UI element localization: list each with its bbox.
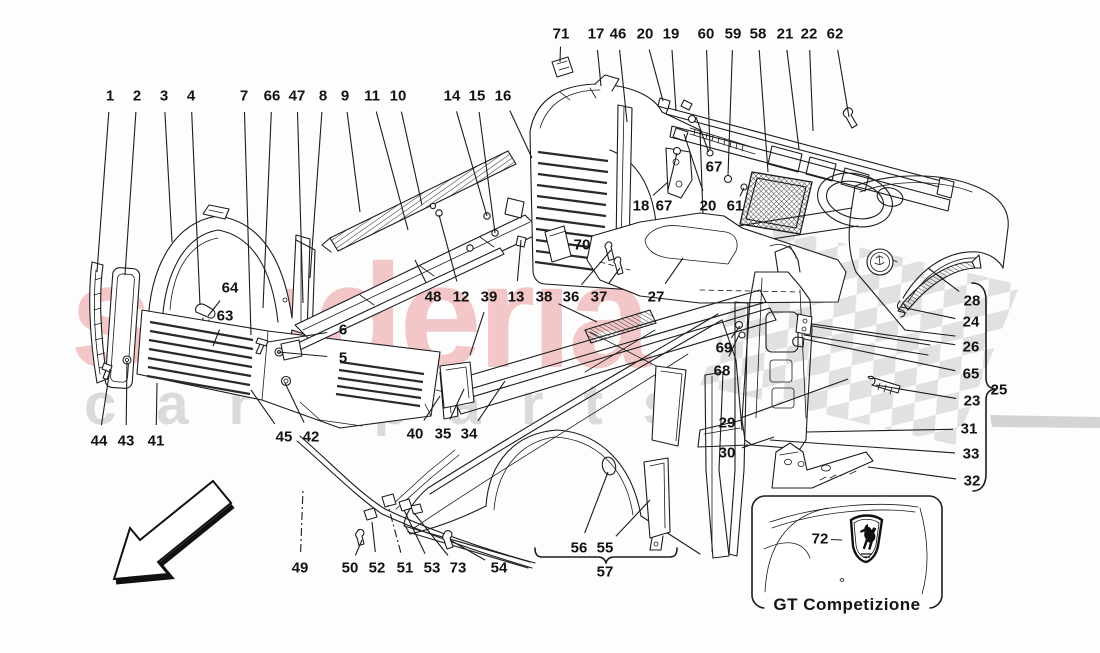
part-label-21: 21 <box>776 25 794 43</box>
part-label-11: 11 <box>364 87 380 105</box>
part-label-37: 37 <box>590 288 608 306</box>
part-label-10: 10 <box>389 87 407 105</box>
part-label-14: 14 <box>443 87 461 105</box>
part-label-43: 43 <box>117 432 135 450</box>
part-label-46: 46 <box>609 25 627 43</box>
part-label-8: 8 <box>318 87 328 105</box>
bracket-32-drawing <box>771 442 874 489</box>
part-label-58: 58 <box>749 25 767 43</box>
part-label-3: 3 <box>159 87 169 105</box>
part-label-41: 41 <box>147 432 165 450</box>
rear-structure-rails-drawing <box>657 97 955 235</box>
part-label-26: 26 <box>962 338 980 356</box>
part-label-71: 71 <box>552 25 570 43</box>
part-label-25: 25 <box>990 381 1008 399</box>
part-label-68: 68 <box>713 362 731 380</box>
part-label-72: 72 <box>811 530 829 548</box>
part-label-65: 65 <box>962 365 980 383</box>
part-label-12: 12 <box>452 288 470 306</box>
part-label-28: 28 <box>963 292 981 310</box>
part-label-73: 73 <box>449 559 467 577</box>
windshield-trim-drawing <box>296 435 536 569</box>
part-label-2: 2 <box>132 87 142 105</box>
inset-caption: GT Competizione <box>764 595 930 615</box>
part-label-60: 60 <box>697 25 715 43</box>
part-label-20: 20 <box>699 197 717 215</box>
part-label-48: 48 <box>424 288 442 306</box>
group-brackets <box>534 282 996 564</box>
part-label-61: 61 <box>726 197 744 215</box>
part-label-51: 51 <box>396 559 414 577</box>
part-label-42: 42 <box>302 428 320 446</box>
front-fender-drawing <box>403 313 743 569</box>
part-label-6: 6 <box>338 321 348 339</box>
part-label-23: 23 <box>963 392 981 410</box>
part-label-54: 54 <box>490 559 508 577</box>
part-label-39: 39 <box>480 288 498 306</box>
part-label-17: 17 <box>587 25 605 43</box>
part-label-55: 55 <box>596 539 614 557</box>
inner-pillar-drawing <box>697 245 813 559</box>
rear-quarter-panel-drawing <box>699 175 1009 337</box>
part-label-13: 13 <box>507 288 525 306</box>
part-label-40: 40 <box>406 425 424 443</box>
part-label-16: 16 <box>494 87 512 105</box>
part-label-24: 24 <box>962 313 980 331</box>
part-label-50: 50 <box>341 559 359 577</box>
part-label-5: 5 <box>338 349 348 367</box>
part-label-19: 19 <box>662 25 680 43</box>
gt-competizione-inset <box>751 495 943 609</box>
part-label-20: 20 <box>636 25 654 43</box>
part-label-38: 38 <box>535 288 553 306</box>
part-label-34: 34 <box>460 425 478 443</box>
ferrari-shield-icon <box>849 514 884 564</box>
leader-lines <box>96 46 960 561</box>
part-label-22: 22 <box>800 25 818 43</box>
part-label-35: 35 <box>434 425 452 443</box>
part-label-63: 63 <box>216 307 234 325</box>
part-label-49: 49 <box>291 559 309 577</box>
part-label-29: 29 <box>718 414 736 432</box>
sill-covers-drawing <box>280 150 543 361</box>
part-label-62: 62 <box>826 25 844 43</box>
part-label-31: 31 <box>960 420 978 438</box>
part-label-66: 66 <box>263 87 281 105</box>
part-label-33: 33 <box>962 445 980 463</box>
part-label-56: 56 <box>570 539 588 557</box>
part-label-1: 1 <box>105 87 115 105</box>
part-label-36: 36 <box>562 288 580 306</box>
part-label-69: 69 <box>715 339 733 357</box>
part-label-59: 59 <box>724 25 742 43</box>
part-label-7: 7 <box>239 87 249 105</box>
part-label-67: 67 <box>705 158 723 176</box>
part-label-53: 53 <box>423 559 441 577</box>
direction-arrow <box>112 479 235 585</box>
part-label-18: 18 <box>632 197 650 215</box>
part-label-57: 57 <box>596 563 614 581</box>
part-label-52: 52 <box>368 559 386 577</box>
part-label-45: 45 <box>275 428 293 446</box>
part-label-32: 32 <box>963 472 981 490</box>
part-label-70: 70 <box>573 236 591 254</box>
part-label-30: 30 <box>718 444 736 462</box>
part-label-47: 47 <box>288 87 306 105</box>
part-label-67: 67 <box>655 197 673 215</box>
part-label-44: 44 <box>90 432 108 450</box>
part-label-4: 4 <box>186 87 196 105</box>
part-label-9: 9 <box>340 87 350 105</box>
part-label-27: 27 <box>647 288 665 306</box>
part-label-15: 15 <box>468 87 486 105</box>
part-label-64: 64 <box>221 279 239 297</box>
